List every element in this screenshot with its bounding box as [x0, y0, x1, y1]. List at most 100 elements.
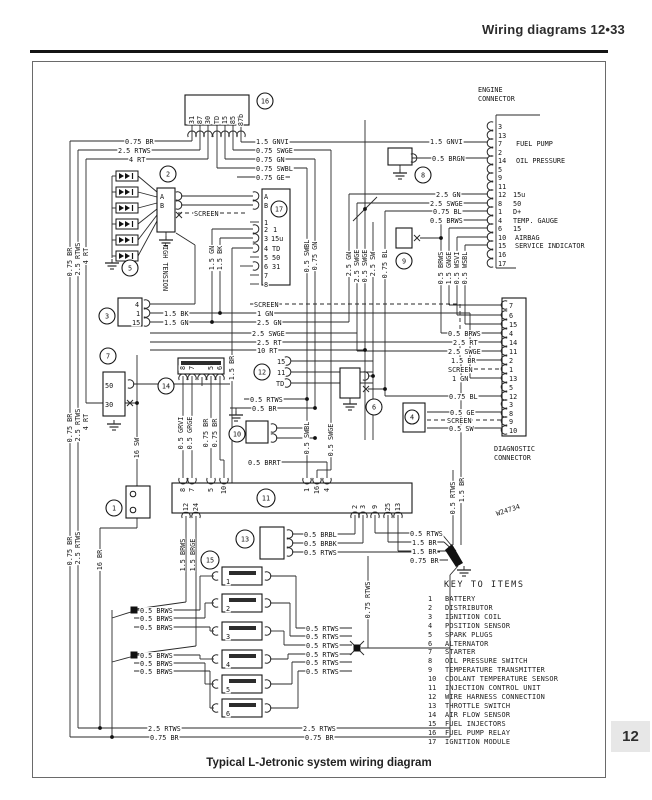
wire-label: 9: [498, 174, 502, 182]
wire-label: 50: [105, 382, 113, 390]
wire-label: 3: [498, 123, 502, 131]
wire-label: ENGINE: [478, 86, 503, 94]
wire-label-vertical: TD: [213, 116, 221, 124]
wire-label-vertical: 16 SW: [133, 437, 141, 458]
wire-label: 0.5 BRWS: [448, 330, 481, 338]
wire-label-vertical: 13: [394, 503, 402, 511]
wire-label: SCREEN: [447, 417, 472, 425]
component-number: 11: [262, 494, 270, 502]
wire-label: 1.5 GNVI: [430, 138, 463, 146]
wire-label: 0.75 BL: [449, 393, 478, 401]
wire-label: 2: [226, 605, 230, 613]
wire-label: 50: [513, 200, 521, 208]
wire-label: B: [160, 202, 164, 210]
wire-label-vertical: 1.5 BR: [228, 355, 236, 380]
wire-label-vertical: 2.5 RTWS: [74, 243, 82, 276]
wire-label: 2.5 GN: [257, 319, 282, 327]
component-number: 12: [258, 368, 266, 376]
wire-label: 0.5 RTWS: [306, 642, 339, 650]
wire-label: 6: [264, 263, 268, 271]
wire-label: 1.5 BR: [451, 357, 476, 365]
wire-label: 13: [498, 132, 506, 140]
wire-label-vertical: 4: [323, 488, 331, 492]
wire-label-vertical: 15: [221, 116, 229, 124]
wire-label: 15u: [513, 191, 525, 199]
wire-label: 15: [513, 225, 521, 233]
wire-label: CONNECTOR: [478, 95, 516, 103]
wire-label: 1: [264, 219, 268, 227]
wire-label-vertical: 4 RT: [82, 248, 90, 264]
wire-label: 0.5 BRWS: [140, 668, 173, 676]
wire-label: 0.75 BR: [410, 557, 440, 565]
page-number-tab: 12: [611, 721, 650, 752]
wire-label-vertical: 25: [384, 503, 392, 511]
wire-label: 1: [136, 310, 140, 318]
wire-label: OIL PRESSURE: [516, 157, 565, 165]
wire-label: 0.5 BRGN: [432, 155, 465, 163]
wire-label: 0.5 BRWS: [140, 615, 173, 623]
wire-label: FUEL PUMP: [516, 140, 553, 148]
wire-label: 0.75 BR: [305, 734, 335, 742]
wire-label: 2: [509, 357, 513, 365]
wire-label: 0.5 BR: [252, 405, 277, 413]
wire-label: 6: [498, 225, 502, 233]
wire-label: 0.5 RTWS: [410, 530, 443, 538]
wire-label: 5: [509, 384, 513, 392]
component-number: 15: [206, 556, 214, 564]
wire-label: 0.5 RTWS: [306, 659, 339, 667]
wire-label: 6: [226, 710, 230, 718]
wire-label: 0.5 SW: [449, 425, 474, 433]
wire-label-vertical: 8: [179, 366, 187, 370]
wire-label: 13: [509, 375, 517, 383]
wire-label-vertical: 0.5 SWBL: [303, 422, 311, 455]
wire-label-vertical: 1.5 GN: [208, 246, 216, 271]
wire-label: 10 RT: [257, 347, 277, 355]
wire-label: 31: [272, 263, 280, 271]
wire-label: 0.5 BRBK: [304, 540, 338, 548]
wire-label: 15: [509, 321, 517, 329]
wire-label: DIAGNOSTIC: [494, 445, 535, 453]
wire-label-vertical: 24: [192, 503, 200, 511]
wire-label-vertical: 2: [351, 505, 359, 509]
wire-label: TD: [276, 380, 284, 388]
component-number: 13: [241, 535, 249, 543]
wire-label: A: [160, 193, 164, 201]
wire-label: 2.5 RTWS: [148, 725, 181, 733]
wire-label: 2.5 SWGE: [252, 330, 285, 338]
wire-label-vertical: 0.5 GRVI: [177, 417, 185, 450]
wire-label: SCREEN: [194, 210, 219, 218]
component-number: 16: [261, 97, 269, 105]
wire-label: TEMP. GAUGE: [513, 217, 558, 225]
diagram-caption: Typical L-Jetronic system wiring diagram: [206, 757, 432, 769]
wire-label-vertical: 30: [204, 116, 212, 124]
component-number: 17: [275, 205, 283, 213]
wire-label: 3: [226, 633, 230, 641]
wire-label: 12: [498, 191, 506, 199]
wire-label-vertical: 0.5 RTWS: [449, 482, 457, 515]
wire-label: 0.5 RTWS: [306, 668, 339, 676]
wire-label-vertical: 1.5 BRGE: [189, 539, 197, 572]
wire-label-vertical: 4 RT: [82, 414, 90, 430]
wire-label: 7: [498, 140, 502, 148]
wire-label: 16: [498, 251, 506, 259]
wire-label: 0.5 BRWS: [140, 660, 173, 668]
wire-label: 2: [498, 149, 502, 157]
wire-label: 12: [509, 393, 517, 401]
wire-label: SCREEN: [448, 366, 473, 374]
wire-label: 0.5 BRWS: [140, 652, 173, 660]
wire-label: 0.75 BR: [150, 734, 180, 742]
wire-label: CONNECTOR: [494, 454, 532, 462]
wire-label: 15: [498, 242, 506, 250]
wire-label: 5: [226, 686, 230, 694]
wire-label: 0.75 BR: [125, 138, 155, 146]
wire-label: 0.5 BRWS: [430, 217, 463, 225]
connector-pins: [126, 121, 508, 713]
wire-label: 1 GN: [257, 310, 273, 318]
